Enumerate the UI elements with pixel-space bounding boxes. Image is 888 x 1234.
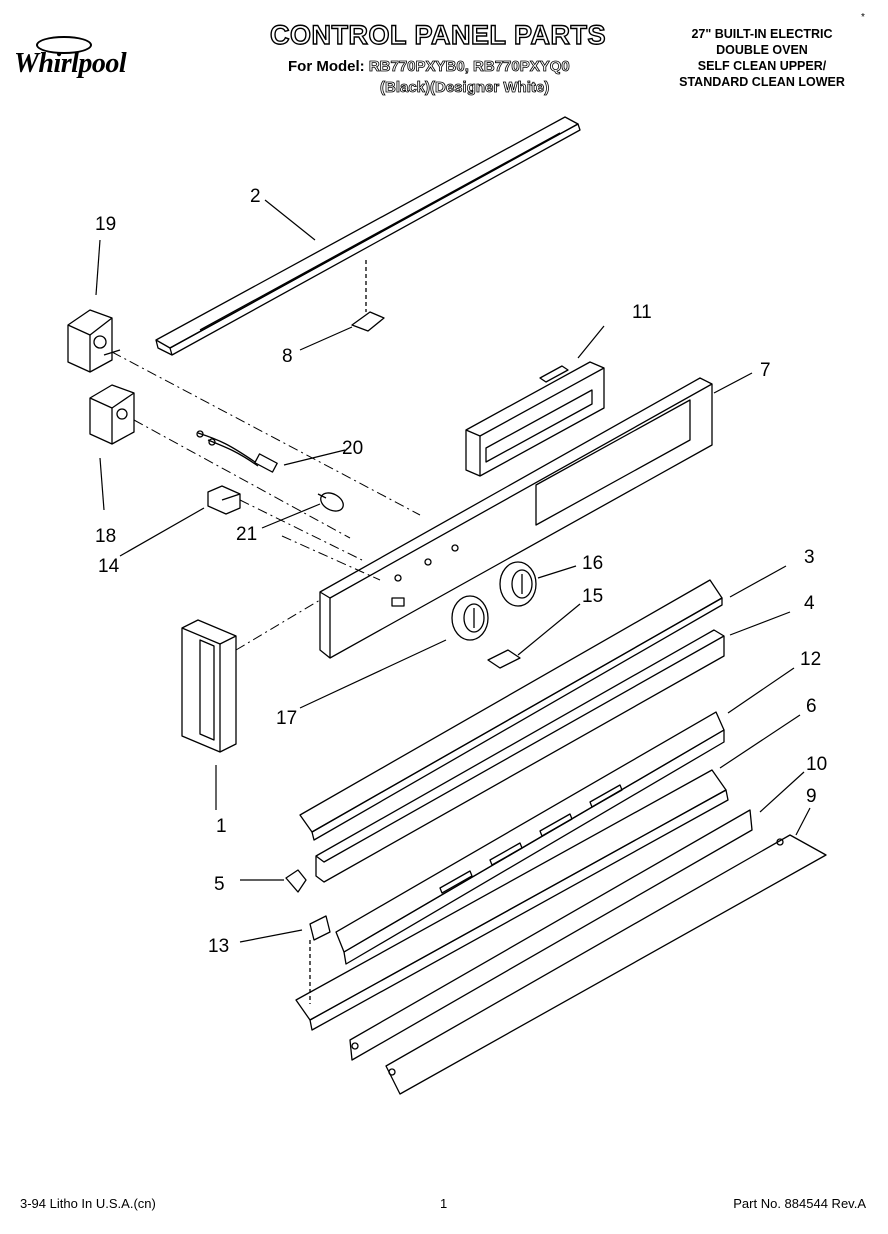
callout-12: 12 — [800, 649, 821, 670]
callout-4: 4 — [804, 593, 815, 614]
model-numbers: RB770PXYB0, RB770PXYQ0 — [368, 58, 570, 76]
brand-name: Whirlpool — [14, 48, 127, 79]
page-title: CONTROL PANEL PARTS — [269, 19, 607, 50]
description-line: 27" BUILT-IN ELECTRIC — [691, 27, 833, 41]
whirlpool-logo: Whirlpool — [14, 32, 182, 88]
part-rear-plate — [349, 809, 753, 1061]
description-line: SELF CLEAN UPPER/ — [697, 59, 827, 73]
callout-9: 9 — [806, 786, 817, 807]
callout-11: 11 — [632, 302, 652, 323]
part-control-panel — [319, 377, 713, 659]
part-small-bracket — [309, 915, 331, 1004]
part-switch-18 — [89, 384, 135, 445]
callout-labels: 1 2 3 4 5 6 7 8 9 10 11 12 13 14 15 16 1… — [95, 186, 827, 957]
callout-10: 10 — [806, 754, 827, 775]
callout-14: 14 — [98, 556, 120, 577]
callout-13: 13 — [208, 936, 229, 957]
callout-2: 2 — [250, 186, 261, 207]
callout-15: 15 — [582, 586, 603, 607]
part-bracket-clip — [351, 260, 385, 332]
callout-5: 5 — [214, 874, 225, 895]
callout-21: 21 — [236, 524, 257, 545]
part-clip-15 — [487, 649, 521, 669]
part-bottom-plate — [385, 834, 827, 1095]
callout-8: 8 — [282, 346, 293, 367]
leader-arrows — [95, 199, 811, 943]
part-upper-trim — [299, 579, 723, 841]
callout-18: 18 — [95, 526, 116, 547]
part-switch-19 — [67, 309, 121, 373]
litho-note: 3-94 Litho In U.S.A.(cn) — [20, 1196, 156, 1211]
alignment-lines — [111, 351, 421, 651]
callout-6: 6 — [806, 696, 817, 717]
callout-16: 16 — [582, 553, 603, 574]
description-line: STANDARD CLEAN LOWER — [679, 75, 845, 89]
callout-1: 1 — [216, 816, 227, 837]
part-vent-grille — [335, 711, 725, 965]
part-mounting-bracket — [295, 769, 729, 1031]
description-line: DOUBLE OVEN — [716, 43, 808, 57]
part-knob-17 — [451, 595, 489, 641]
part-side-clip — [285, 869, 307, 893]
logo-swirl-icon — [36, 36, 92, 54]
callout-3: 3 — [804, 547, 815, 568]
callout-20: 20 — [342, 438, 363, 459]
part-top-trim — [155, 116, 581, 356]
part-lower-trim — [315, 629, 725, 883]
model-line: For Model: RB770PXYB0, RB770PXYQ0 — [288, 58, 570, 76]
product-description: 27" BUILT-IN ELECTRIC DOUBLE OVEN SELF C… — [662, 26, 862, 90]
part-wire-harness — [196, 430, 278, 473]
part-display-board — [465, 361, 605, 477]
callout-17: 17 — [276, 708, 297, 729]
part-number: Part No. 884544 Rev.A — [733, 1196, 866, 1211]
page-number: 1 — [440, 1196, 448, 1211]
part-connector — [207, 485, 241, 515]
model-prefix: For Model: — [288, 58, 365, 75]
callout-19: 19 — [95, 214, 116, 235]
part-end-cap — [181, 619, 237, 753]
part-knob-16 — [499, 561, 537, 607]
callout-7: 7 — [760, 360, 771, 381]
part-lamp-bulb — [317, 492, 344, 512]
model-variants: (Black)(Designer White) — [380, 79, 550, 97]
corner-mark: * — [861, 12, 865, 23]
